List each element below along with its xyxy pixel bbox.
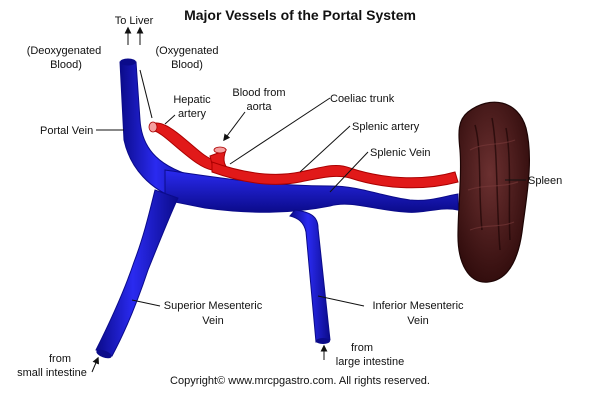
- copyright-text: Copyright© www.mrcpgastro.com. All right…: [170, 375, 430, 387]
- label-splenic-vein: Splenic Vein: [370, 147, 431, 159]
- superior-mesenteric-vein: [95, 189, 179, 359]
- label-splenic-artery: Splenic artery: [352, 121, 420, 133]
- label-from-small-2: small intestine: [17, 367, 87, 379]
- leader-lines: [91, 26, 526, 373]
- label-sup-mes-1: Superior Mesenteric: [164, 300, 263, 312]
- label-oxygenated-1: (Oxygenated: [156, 45, 219, 57]
- label-oxygenated-2: Blood): [171, 59, 203, 71]
- label-sup-mes-2: Vein: [202, 315, 223, 327]
- label-from-small-1: from: [49, 353, 71, 365]
- spleen-shape: [457, 101, 530, 283]
- label-coeliac-trunk: Coeliac trunk: [330, 93, 395, 105]
- splenic-vein: [164, 169, 459, 213]
- label-from-large-1: from: [351, 342, 373, 354]
- label-hepatic-2: artery: [178, 108, 207, 120]
- label-spleen: Spleen: [528, 175, 562, 187]
- inferior-mesenteric-vein: [289, 209, 331, 344]
- diagram-title: Major Vessels of the Portal System: [184, 7, 416, 23]
- label-inf-mes-2: Vein: [407, 315, 428, 327]
- label-from-large-2: large intestine: [336, 356, 405, 368]
- label-to-liver: To Liver: [115, 15, 154, 27]
- label-hepatic-1: Hepatic: [173, 94, 211, 106]
- label-portal-vein: Portal Vein: [40, 125, 93, 137]
- label-deoxygenated-2: Blood): [50, 59, 82, 71]
- label-blood-from-2: aorta: [246, 101, 272, 113]
- label-inf-mes-1: Inferior Mesenteric: [372, 300, 464, 312]
- label-blood-from-1: Blood from: [232, 87, 285, 99]
- label-deoxygenated-1: (Deoxygenated: [27, 45, 102, 57]
